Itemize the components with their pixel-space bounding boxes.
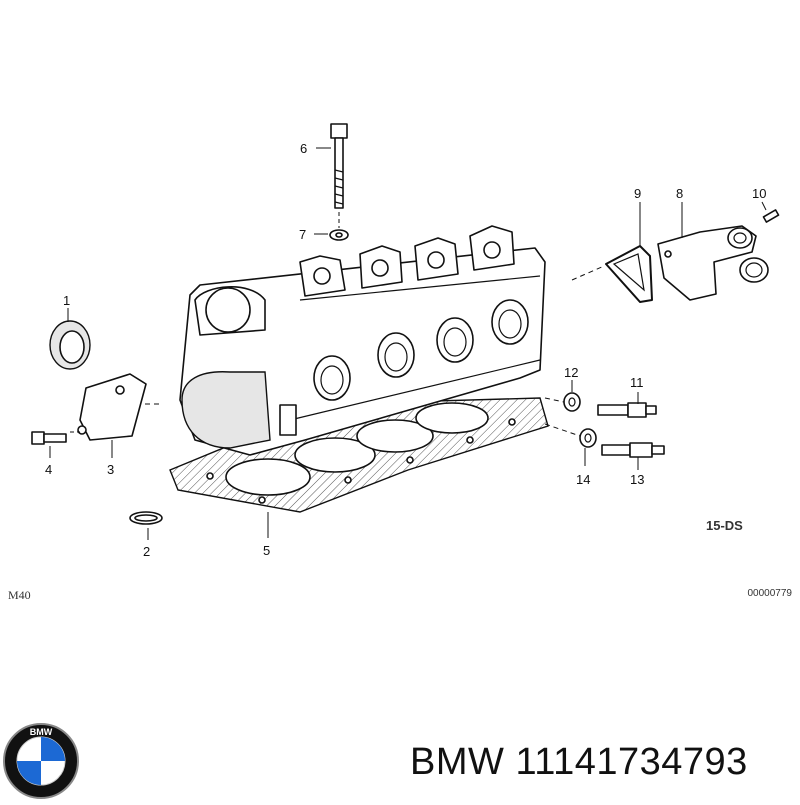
callout-11: 11: [630, 375, 644, 390]
cylinder-head: [179, 225, 546, 456]
variant-label: 15-DS: [706, 518, 743, 533]
callout-2: 2: [143, 544, 150, 559]
model-label: M40: [8, 588, 31, 602]
part-number: 11141734793: [515, 741, 748, 783]
callout-7: 7: [299, 227, 306, 242]
brand-name: BMW: [410, 741, 505, 783]
callout-13: 13: [630, 472, 644, 487]
seal-ring: [49, 320, 91, 370]
callout-4: 4: [45, 462, 52, 477]
part-title: BMW 11141734793: [410, 741, 748, 784]
housing-screw: [762, 209, 780, 223]
washer-14: [579, 428, 597, 448]
port-openings: [313, 299, 529, 401]
callout-8: 8: [676, 186, 683, 201]
callout-10: 10: [752, 186, 766, 201]
callout-14: 14: [576, 472, 590, 487]
head-gasket: [169, 397, 549, 513]
callout-3: 3: [107, 462, 114, 477]
head-bolt: [330, 123, 348, 209]
callouts: 1 2 3 4 5 6 7 8 9 10 11 12 13 14: [45, 141, 766, 559]
bracket-bolt: [31, 431, 67, 445]
bmw-logo-icon: BMW: [3, 723, 79, 799]
callout-9: 9: [634, 186, 641, 201]
temperature-sensor-11: [597, 402, 657, 418]
drawing-code: 00000779: [747, 588, 793, 599]
callout-1: 1: [63, 293, 70, 308]
callout-6: 6: [300, 141, 307, 156]
leader-lines: [49, 147, 767, 540]
logo-text: BMW: [30, 727, 53, 737]
callout-5: 5: [263, 543, 270, 558]
thermostat-gasket: [605, 245, 653, 303]
bracket-part: [79, 373, 147, 441]
callout-12: 12: [564, 365, 578, 380]
temperature-sensor-13: [601, 442, 665, 458]
washer-12: [563, 392, 581, 412]
coolant-housing: [657, 225, 769, 301]
